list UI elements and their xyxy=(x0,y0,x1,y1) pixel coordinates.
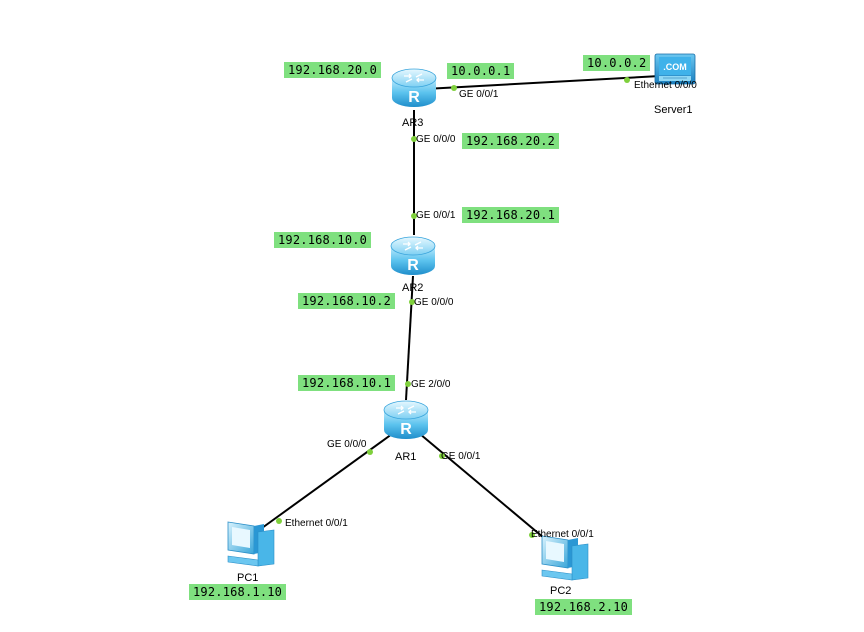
port-label-ar3-ge000: GE 0/0/0 xyxy=(416,134,456,145)
ip-label-ar3-network: 192.168.20.0 xyxy=(284,62,382,78)
ip-label-ar3-ge001: 10.0.0.1 xyxy=(447,63,515,79)
ip-label-pc1: 192.168.1.10 xyxy=(189,584,287,600)
ip-label-pc2: 192.168.2.10 xyxy=(535,599,633,615)
port-label-ar1-ge001: GE 0/0/1 xyxy=(441,451,481,462)
port-label-pc2-eth: Ethernet 0/0/1 xyxy=(531,529,594,540)
port-label-ar3-ge001: GE 0/0/1 xyxy=(459,89,499,100)
port-dot-pc1-eth xyxy=(276,518,282,524)
svg-text:R: R xyxy=(400,421,412,438)
port-dot-ar1-ge001 xyxy=(439,453,445,459)
port-label-server1-eth: Ethernet 0/0/0 xyxy=(634,80,697,91)
router-ar1-icon[interactable]: R xyxy=(383,400,429,439)
ip-label-ar2-ge000: 192.168.10.2 xyxy=(298,293,396,309)
port-label-ar1-ge000: GE 0/0/0 xyxy=(327,439,367,450)
device-label-pc1: PC1 xyxy=(237,572,259,584)
link-ar2-ar1 xyxy=(405,275,414,401)
port-dot-ar3-ge000 xyxy=(411,136,417,142)
pc2-icon[interactable] xyxy=(541,535,589,581)
port-dot-ar1-ge200 xyxy=(405,381,411,387)
server1-badge: .COM xyxy=(663,62,687,72)
port-dot-ar2-ge001 xyxy=(411,213,417,219)
svg-text:R: R xyxy=(408,89,420,106)
ip-label-ar3-ge000: 192.168.20.2 xyxy=(462,133,560,149)
ip-label-server1-eth: 10.0.0.2 xyxy=(583,55,651,71)
link-ar3-server1 xyxy=(424,75,661,90)
link-ar1-pc2 xyxy=(419,433,551,544)
port-label-pc1-eth: Ethernet 0/0/1 xyxy=(285,518,348,529)
svg-text:R: R xyxy=(407,257,419,274)
router-ar3-icon[interactable]: R xyxy=(391,68,437,107)
ip-label-ar1-ge200: 192.168.10.1 xyxy=(298,375,396,391)
port-label-ar1-ge200: GE 2/0/0 xyxy=(411,379,451,390)
port-dot-ar1-ge000 xyxy=(367,449,373,455)
port-label-ar2-ge001: GE 0/0/1 xyxy=(416,210,456,221)
port-label-ar2-ge000: GE 0/0/0 xyxy=(414,297,454,308)
server1-icon[interactable]: .COM xyxy=(654,53,696,85)
device-label-ar1: AR1 xyxy=(395,451,417,463)
device-label-ar2: AR2 xyxy=(402,282,424,294)
device-label-pc2: PC2 xyxy=(550,585,572,597)
ip-label-ar2-network: 192.168.10.0 xyxy=(274,232,372,248)
device-label-server1: Server1 xyxy=(654,104,693,116)
port-dot-ar3-ge001 xyxy=(451,85,457,91)
device-label-ar3: AR3 xyxy=(402,117,424,129)
pc1-icon[interactable] xyxy=(227,521,275,567)
router-ar2-icon[interactable]: R xyxy=(390,236,436,275)
port-dot-server1-eth xyxy=(624,77,630,83)
port-dot-pc2-eth xyxy=(529,532,535,538)
port-dot-ar2-ge000 xyxy=(409,299,415,305)
ip-label-ar2-ge001: 192.168.20.1 xyxy=(462,207,560,223)
